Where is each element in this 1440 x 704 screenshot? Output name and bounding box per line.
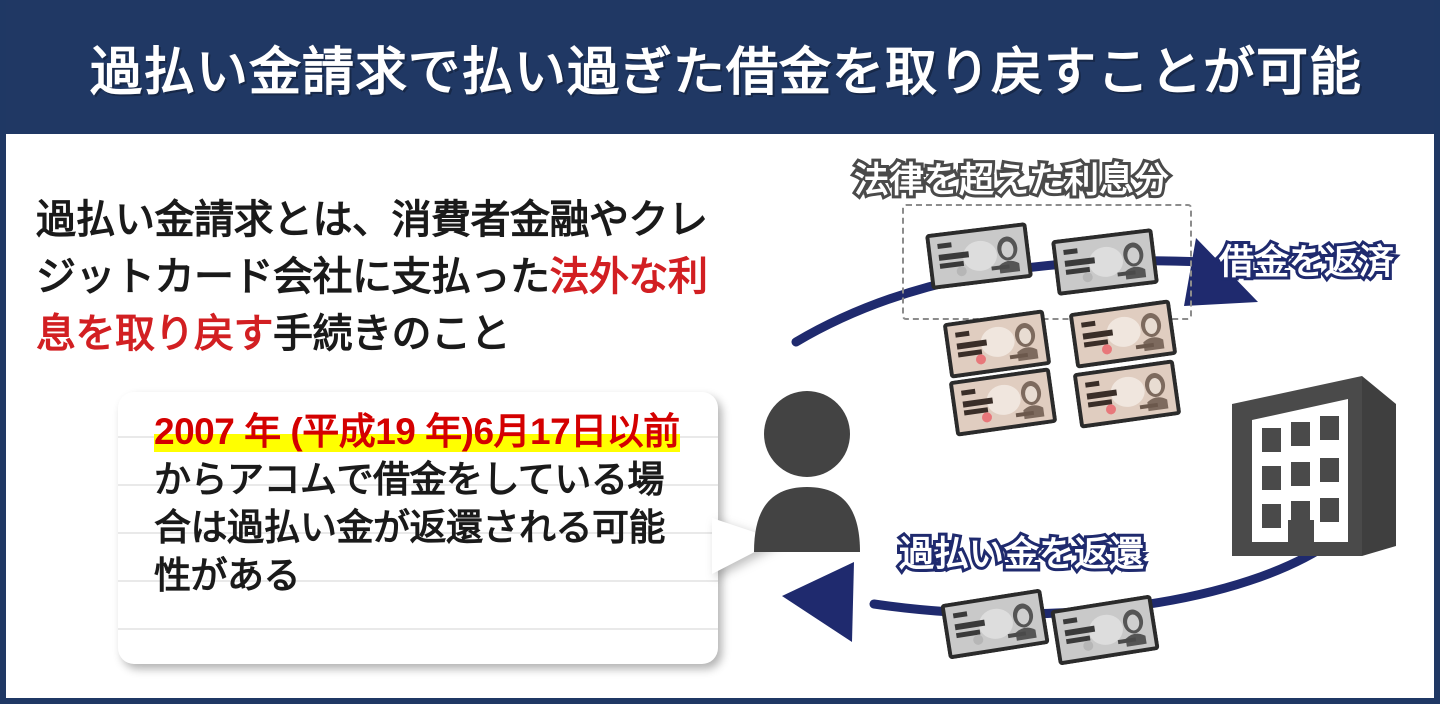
banknote-gray <box>925 222 1033 290</box>
header-bar: 過払い金請求で払い過ぎた借金を取り戻すことが可能 <box>6 0 1434 134</box>
building-icon <box>1224 364 1399 569</box>
bubble-rule-line <box>118 484 718 486</box>
banknote-gray <box>1050 594 1160 666</box>
speech-bubble-body: 2007 年 (平成19 年)6月17日以前からアコムで借金をしている場合は過払… <box>118 392 718 664</box>
arrow-top-head <box>1184 238 1258 306</box>
cycle-diagram: 法律を超えた利息分 借金を返済 過払い金を返還 <box>724 134 1434 698</box>
content-area: 過払い金請求とは、消費者金融やクレジットカード会社に支払った法外な利息を取り戻す… <box>6 134 1434 698</box>
bubble-rule-line <box>118 628 718 630</box>
banknote-tan <box>1073 359 1182 429</box>
speech-bubble: 2007 年 (平成19 年)6月17日以前からアコムで借金をしている場合は過払… <box>118 392 778 664</box>
banknote-gray <box>940 588 1050 660</box>
person-icon <box>742 389 872 559</box>
bubble-highlight-2: 17日以前 <box>530 411 680 452</box>
description-red-1: 法外な <box>549 254 669 299</box>
speech-bubble-text: 2007 年 (平成19 年)6月17日以前からアコムで借金をしている場合は過払… <box>154 408 699 600</box>
banknote-tan <box>943 309 1052 379</box>
banknote-tan <box>949 367 1058 437</box>
banknote-tan <box>1069 299 1178 369</box>
bubble-rule-line <box>118 532 718 534</box>
dashed-highlight-box <box>902 204 1192 320</box>
description-red-2: 利息を取り戻す <box>36 254 708 356</box>
description-part-3: 手続きのこと <box>273 311 511 356</box>
bubble-rest-text: からアコムで借金をしている場合は過払い金が返還される可能性がある <box>154 459 666 597</box>
bubble-highlight-1: 2007 年 (平成19 年)6月 <box>154 411 531 452</box>
label-excess-interest: 法律を超えた利息分 <box>851 158 1172 203</box>
description-text: 過払い金請求とは、消費者金融やクレジットカード会社に支払った法外な利息を取り戻す… <box>36 192 726 362</box>
label-return-overpaid: 過払い金を返還 <box>896 532 1147 577</box>
label-repay-debt: 借金を返済 <box>1216 240 1397 285</box>
arrow-bottom-head <box>782 562 854 642</box>
description-part-1: 過払い金請求とは、消費者金融やクレ <box>36 198 708 242</box>
banknote-gray <box>1051 228 1159 296</box>
page-title: 過払い金請求で払い過ぎた借金を取り戻すことが可能 <box>89 43 1362 102</box>
bubble-rule-line <box>118 580 718 582</box>
description-part-2: ジットカード会社に支払った <box>36 254 550 299</box>
